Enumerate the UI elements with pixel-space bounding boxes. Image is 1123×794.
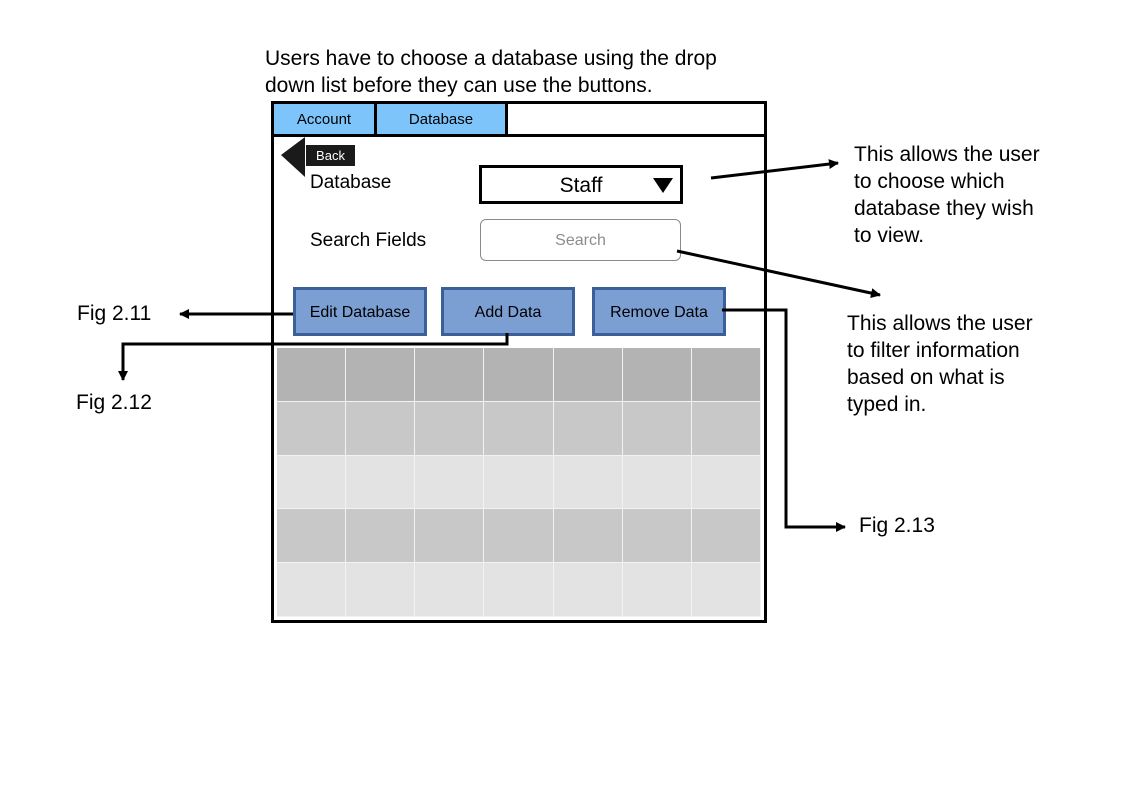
table-cell[interactable]: [346, 348, 416, 402]
table-cell[interactable]: [553, 509, 623, 564]
remove-arrow-connector: [722, 308, 846, 532]
table-cell[interactable]: [691, 509, 761, 564]
dropdown-annotation: This allows the user to choose which dat…: [854, 141, 1040, 249]
search-annotation: This allows the user to filter informati…: [847, 310, 1033, 418]
table-cell[interactable]: [691, 455, 761, 510]
search-annotation-line: to filter information: [847, 339, 1020, 362]
table-cell[interactable]: [484, 401, 554, 456]
table-cell[interactable]: [622, 348, 692, 402]
table-cell[interactable]: [484, 348, 554, 402]
table-cell[interactable]: [277, 455, 347, 510]
back-button[interactable]: Back: [306, 145, 355, 166]
remove-data-button[interactable]: Remove Data: [592, 287, 726, 336]
table-cell[interactable]: [622, 455, 692, 510]
table-cell[interactable]: [346, 563, 416, 617]
table-cell[interactable]: [691, 348, 761, 402]
table-cell[interactable]: [346, 401, 416, 456]
dropdown-annotation-line: This allows the user: [854, 143, 1040, 166]
table-cell[interactable]: [553, 401, 623, 456]
table-cell[interactable]: [484, 509, 554, 564]
search-arrow-connector: [676, 249, 881, 298]
search-input[interactable]: Search: [480, 219, 681, 261]
data-table: [277, 348, 761, 617]
table-cell[interactable]: [553, 563, 623, 617]
dropdown-annotation-line: database they wish: [854, 197, 1034, 220]
search-fields-label: Search Fields: [310, 230, 427, 251]
edit-database-button[interactable]: Edit Database: [293, 287, 427, 336]
tab-database[interactable]: Database: [377, 104, 508, 134]
database-label: Database: [310, 172, 392, 193]
top-annotation-line-1: Users have to choose a database using th…: [265, 47, 717, 70]
table-cell[interactable]: [484, 455, 554, 510]
table-cell[interactable]: [277, 401, 347, 456]
top-annotation-line-2: down list before they can use the button…: [265, 74, 653, 97]
dropdown-annotation-line: to view.: [854, 224, 925, 247]
table-cell[interactable]: [415, 401, 485, 456]
table-cell[interactable]: [622, 509, 692, 564]
dropdown-arrow-connector: [710, 159, 839, 180]
dropdown-annotation-line: to choose which: [854, 170, 1005, 193]
table-cell[interactable]: [553, 348, 623, 402]
search-annotation-line: typed in.: [847, 393, 927, 416]
dropdown-arrow-icon: [653, 178, 673, 193]
search-annotation-line: based on what is: [847, 366, 1005, 389]
table-cell[interactable]: [691, 401, 761, 456]
table-cell[interactable]: [622, 563, 692, 617]
fig-2-12-label: Fig 2.12: [76, 391, 152, 414]
table-cell[interactable]: [346, 455, 416, 510]
table-cell[interactable]: [415, 563, 485, 617]
tab-bar: Account Database: [274, 104, 764, 137]
table-cell[interactable]: [277, 509, 347, 564]
table-cell[interactable]: [691, 563, 761, 617]
add-arrow-connector: [118, 333, 509, 381]
add-data-button[interactable]: Add Data: [441, 287, 575, 336]
database-dropdown-value: Staff: [559, 174, 603, 197]
table-cell[interactable]: [277, 348, 347, 402]
table-cell[interactable]: [553, 455, 623, 510]
database-dropdown[interactable]: Staff: [479, 165, 683, 204]
top-annotation: Users have to choose a database using th…: [265, 45, 717, 99]
table-cell[interactable]: [415, 455, 485, 510]
table-cell[interactable]: [484, 563, 554, 617]
tab-account[interactable]: Account: [274, 104, 377, 134]
table-cell[interactable]: [622, 401, 692, 456]
table-cell[interactable]: [415, 509, 485, 564]
fig-2-11-label: Fig 2.11: [77, 302, 152, 325]
back-arrow-icon[interactable]: [281, 137, 311, 177]
fig-2-13-label: Fig 2.13: [859, 514, 935, 537]
table-cell[interactable]: [277, 563, 347, 617]
search-annotation-line: This allows the user: [847, 312, 1033, 335]
table-cell[interactable]: [415, 348, 485, 402]
table-cell[interactable]: [346, 509, 416, 564]
